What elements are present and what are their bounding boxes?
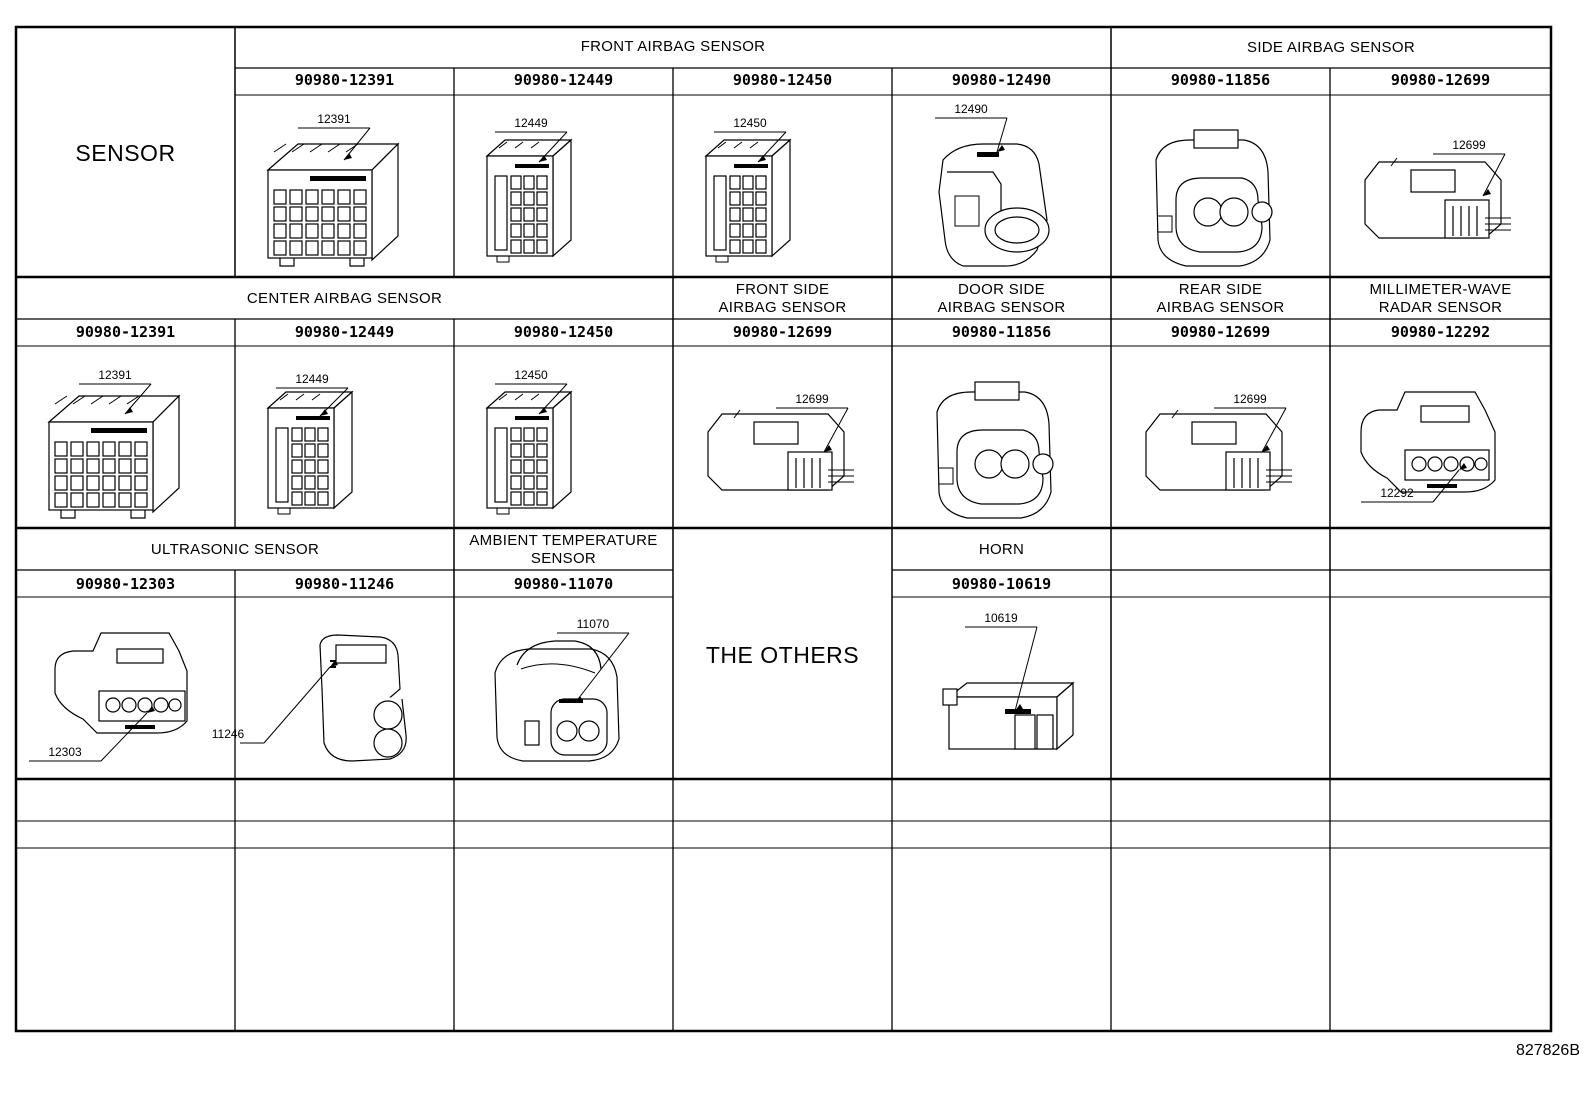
- part-number: 90980-11856: [1170, 71, 1271, 89]
- door-side-airbag-header-line2: AIRBAG SENSOR: [937, 299, 1066, 316]
- connector-callout-label: 11070: [576, 617, 610, 631]
- part-number: 90980-12450: [732, 71, 833, 89]
- connector-callout-label: 12449: [514, 116, 548, 130]
- figure-code: 827826B: [1515, 1042, 1580, 1059]
- connector-callout-label: 12449: [295, 372, 329, 386]
- part-number: 90980-12699: [732, 323, 833, 341]
- connector-16pin-icon: [459, 100, 669, 272]
- connector-6pin-ultrasonic-icon: [21, 603, 231, 775]
- front-side-airbag-header-line2: AIRBAG SENSOR: [718, 299, 847, 316]
- connector-2pin-round-icon: [1116, 100, 1326, 272]
- connector-callout-label: 10619: [984, 611, 1018, 625]
- connector-24pin-icon: [240, 100, 450, 272]
- door-side-airbag-header-line1: DOOR SIDE: [958, 281, 1045, 298]
- connector-4pin-flat-icon: [678, 352, 888, 524]
- connector-16pin-icon: [240, 352, 450, 524]
- part-number: 90980-11246: [294, 575, 395, 593]
- mmwave-radar-header-line1: MILLIMETER-WAVE: [1369, 281, 1512, 298]
- ambient-temp-header-line2: SENSOR: [530, 550, 597, 567]
- part-number: 90980-12699: [1170, 323, 1271, 341]
- part-number: 90980-10619: [951, 575, 1052, 593]
- connector-1pin-horn-icon: [897, 603, 1107, 775]
- part-number: 90980-11856: [951, 323, 1052, 341]
- connector-24pin-icon: [21, 352, 231, 524]
- rear-side-airbag-header-line2: AIRBAG SENSOR: [1156, 299, 1285, 316]
- connector-4pin-flat-icon: [1335, 100, 1545, 272]
- ultrasonic-sensor-header: ULTRASONIC SENSOR: [150, 541, 320, 558]
- horn-header: HORN: [978, 541, 1025, 558]
- part-number: 90980-12292: [1390, 323, 1491, 341]
- connector-oval-2pin-icon: [897, 100, 1107, 272]
- part-number: 90980-12450: [513, 323, 614, 341]
- side-airbag-sensor-header: SIDE AIRBAG SENSOR: [1247, 39, 1415, 56]
- front-side-airbag-header-line1: FRONT SIDE: [735, 281, 830, 298]
- part-number: 90980-12391: [294, 71, 395, 89]
- sensor-label: SENSOR: [75, 140, 176, 166]
- connector-callout-label: 12303: [48, 745, 82, 759]
- connector-callout-label: 12699: [795, 392, 829, 406]
- connector-16pin-icon: [459, 352, 669, 524]
- part-number: 90980-12303: [75, 575, 176, 593]
- front-airbag-sensor-header: FRONT AIRBAG SENSOR: [580, 38, 766, 55]
- mmwave-radar-header-line2: RADAR SENSOR: [1378, 299, 1503, 316]
- connector-2pin-round-icon: [897, 352, 1107, 524]
- part-number: 90980-12699: [1390, 71, 1491, 89]
- center-airbag-sensor-header: CENTER AIRBAG SENSOR: [246, 290, 443, 307]
- connector-callout-label: 12391: [317, 112, 351, 126]
- connector-4pin-flat-icon: [1116, 352, 1326, 524]
- connector-callout-label: 11246: [211, 727, 245, 741]
- connector-16pin-icon: [678, 100, 888, 272]
- connector-callout-label: 12391: [98, 368, 132, 382]
- connector-2pin-ambient-icon: [459, 603, 669, 775]
- connector-callout-label: 12450: [514, 368, 548, 382]
- rear-side-airbag-header-line1: REAR SIDE: [1178, 281, 1263, 298]
- connector-callout-label: 12292: [1380, 486, 1414, 500]
- connector-callout-label: 12490: [954, 102, 988, 116]
- part-number: 90980-12449: [294, 323, 395, 341]
- connector-callout-label: 12450: [733, 116, 767, 130]
- part-number: 90980-12490: [951, 71, 1052, 89]
- the-others-label: THE OTHERS: [705, 642, 860, 668]
- connector-6pin-radar-icon: [1335, 352, 1545, 524]
- connector-callout-label: 12699: [1452, 138, 1486, 152]
- ambient-temp-header-line1: AMBIENT TEMPERATURE: [469, 532, 658, 549]
- part-number: 90980-12449: [513, 71, 614, 89]
- connector-2pin-angled-icon: [192, 603, 450, 775]
- part-number: 90980-11070: [513, 575, 614, 593]
- part-number: 90980-12391: [75, 323, 176, 341]
- connector-callout-label: 12699: [1233, 392, 1267, 406]
